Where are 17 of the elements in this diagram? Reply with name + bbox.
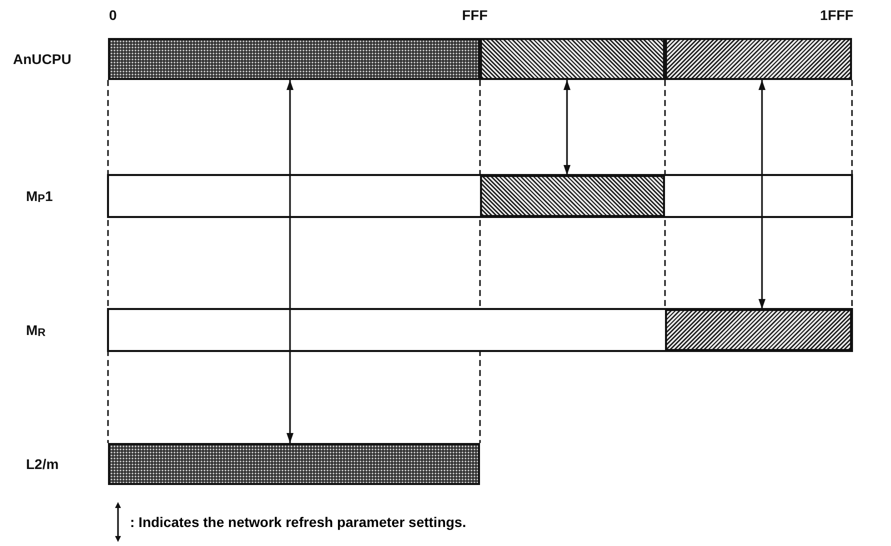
memory-area-bar [665,309,852,351]
memory-area-bar [480,38,665,80]
row-label: L2/m [26,456,59,472]
memory-area-bar [480,175,665,217]
legend-text: : Indicates the network refresh parameter settings. [130,514,466,530]
double-arrow [286,80,294,443]
memory-area-bar [665,38,852,80]
address-label: 1FFF [820,7,854,23]
memory-area-bar [108,38,480,80]
row-label: M$_{R}$ [26,322,46,341]
memory-area-bar [108,443,480,485]
row-label: AnUCPU [13,51,72,67]
double-arrow [758,80,766,309]
row-label: M$_{P}$1 [26,188,53,207]
double-arrow [564,80,570,175]
address-label: FFF [462,7,488,23]
address-label: 0 [109,7,117,23]
